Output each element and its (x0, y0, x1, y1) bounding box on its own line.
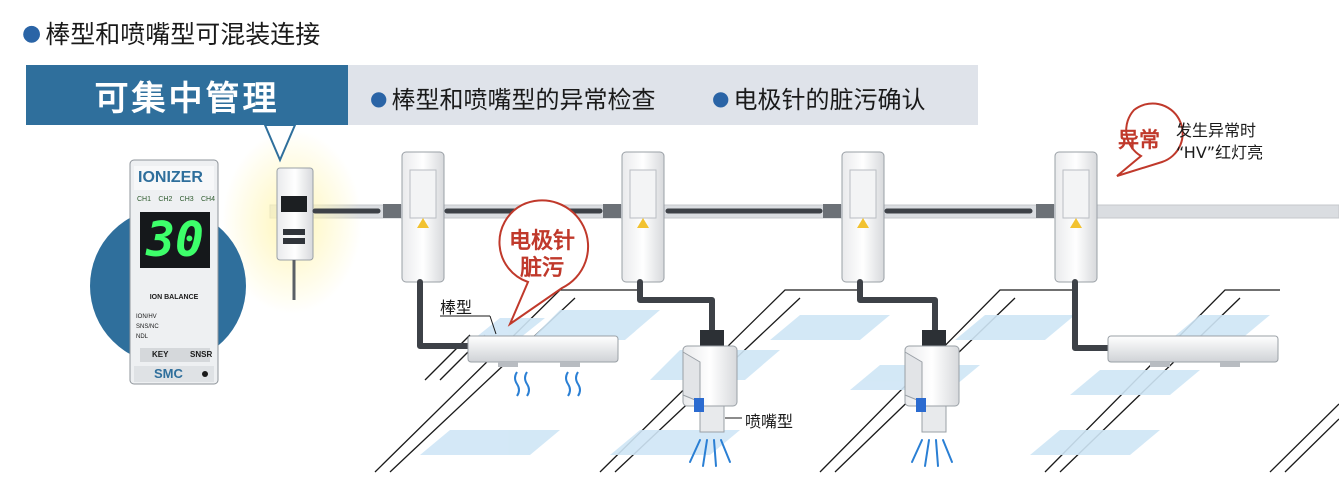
banner-item-bullet: ● (370, 85, 388, 110)
nozzle-type-label: 喷嘴型 (745, 412, 794, 431)
ion-waves-bar (514, 371, 581, 397)
nozzle-ionizer-2 (904, 330, 960, 433)
drop-cables (417, 279, 1111, 351)
banner-item-text: 电极针的脏污确认 (733, 86, 926, 114)
dirty-electrode-text: 电极针 脏污 (500, 228, 584, 282)
banner-item-bullet: ● (712, 85, 730, 110)
status-row-label: SNS/NC (136, 324, 159, 330)
dirty-electrode-line-1: 电极针 (508, 229, 575, 254)
channel-label: CH3 (179, 196, 194, 203)
status-row-label: ION/HV (136, 314, 157, 320)
monitor-status-rows: ION/HV SNS/NC NDL (136, 312, 159, 342)
bar-type-label: 棒型 (440, 298, 473, 317)
ionizer-controller-1 (383, 151, 445, 283)
abnormal-note-line-1: 发生异常时 (1176, 121, 1257, 140)
channel-label: CH1 (137, 196, 152, 203)
leader-lines (440, 315, 742, 419)
ionizer-controller-2 (603, 151, 665, 283)
ionizer-monitor (129, 159, 219, 385)
dirty-electrode-line-2: 脏污 (519, 256, 564, 281)
banner-title: 可集中管理 (26, 65, 348, 125)
heading-bullet: ● (22, 20, 42, 46)
monitor-channel-labels: CH1 CH2 CH3 CH4 (137, 196, 215, 203)
abnormal-note: 发生异常时 “HV”红灯亮 (1176, 120, 1263, 164)
smc-logo: SMC (154, 366, 183, 381)
monitor-brand: IONIZER (138, 169, 203, 186)
channel-label: CH4 (200, 196, 215, 203)
abnormal-note-line-2: “HV”红灯亮 (1176, 143, 1264, 162)
callout-pointer (263, 124, 297, 163)
feature-banner: 可集中管理 ● 棒型和喷嘴型的异常检查 ● 电极针的脏污确认 (26, 65, 978, 125)
banner-item-abnormal-check: ● 棒型和喷嘴型的异常检查 (370, 80, 655, 115)
monitor-key-label: KEY (152, 350, 169, 359)
nozzle-ionizer-1 (682, 330, 738, 433)
monitor-display: 30 (146, 212, 204, 268)
status-row-label: NDL (136, 334, 149, 340)
ionizer-controller-3 (823, 151, 885, 283)
abnormal-text: 异常 (1118, 128, 1160, 152)
monitor-snsr-label: SNSR (190, 350, 213, 359)
bar-ionizer-2 (1107, 335, 1279, 367)
monitor-balance-label: ION BALANCE (149, 294, 199, 301)
banner-item-text: 棒型和喷嘴型的异常检查 (391, 86, 656, 114)
abnormal-bubble (1116, 102, 1184, 177)
ion-spray-nozzle (689, 439, 953, 467)
ionizer-controller-4 (1036, 151, 1098, 283)
page-heading: ● 棒型和喷嘴型可混装连接 (22, 15, 320, 51)
channel-label: CH2 (158, 196, 173, 203)
banner-item-dirt-check: ● 电极针的脏污确认 (712, 80, 925, 115)
bar-ionizer-1 (467, 335, 619, 367)
controller-unit (276, 167, 314, 300)
heading-text: 棒型和喷嘴型可混装连接 (45, 20, 321, 49)
dirty-electrode-bubble (498, 199, 590, 327)
